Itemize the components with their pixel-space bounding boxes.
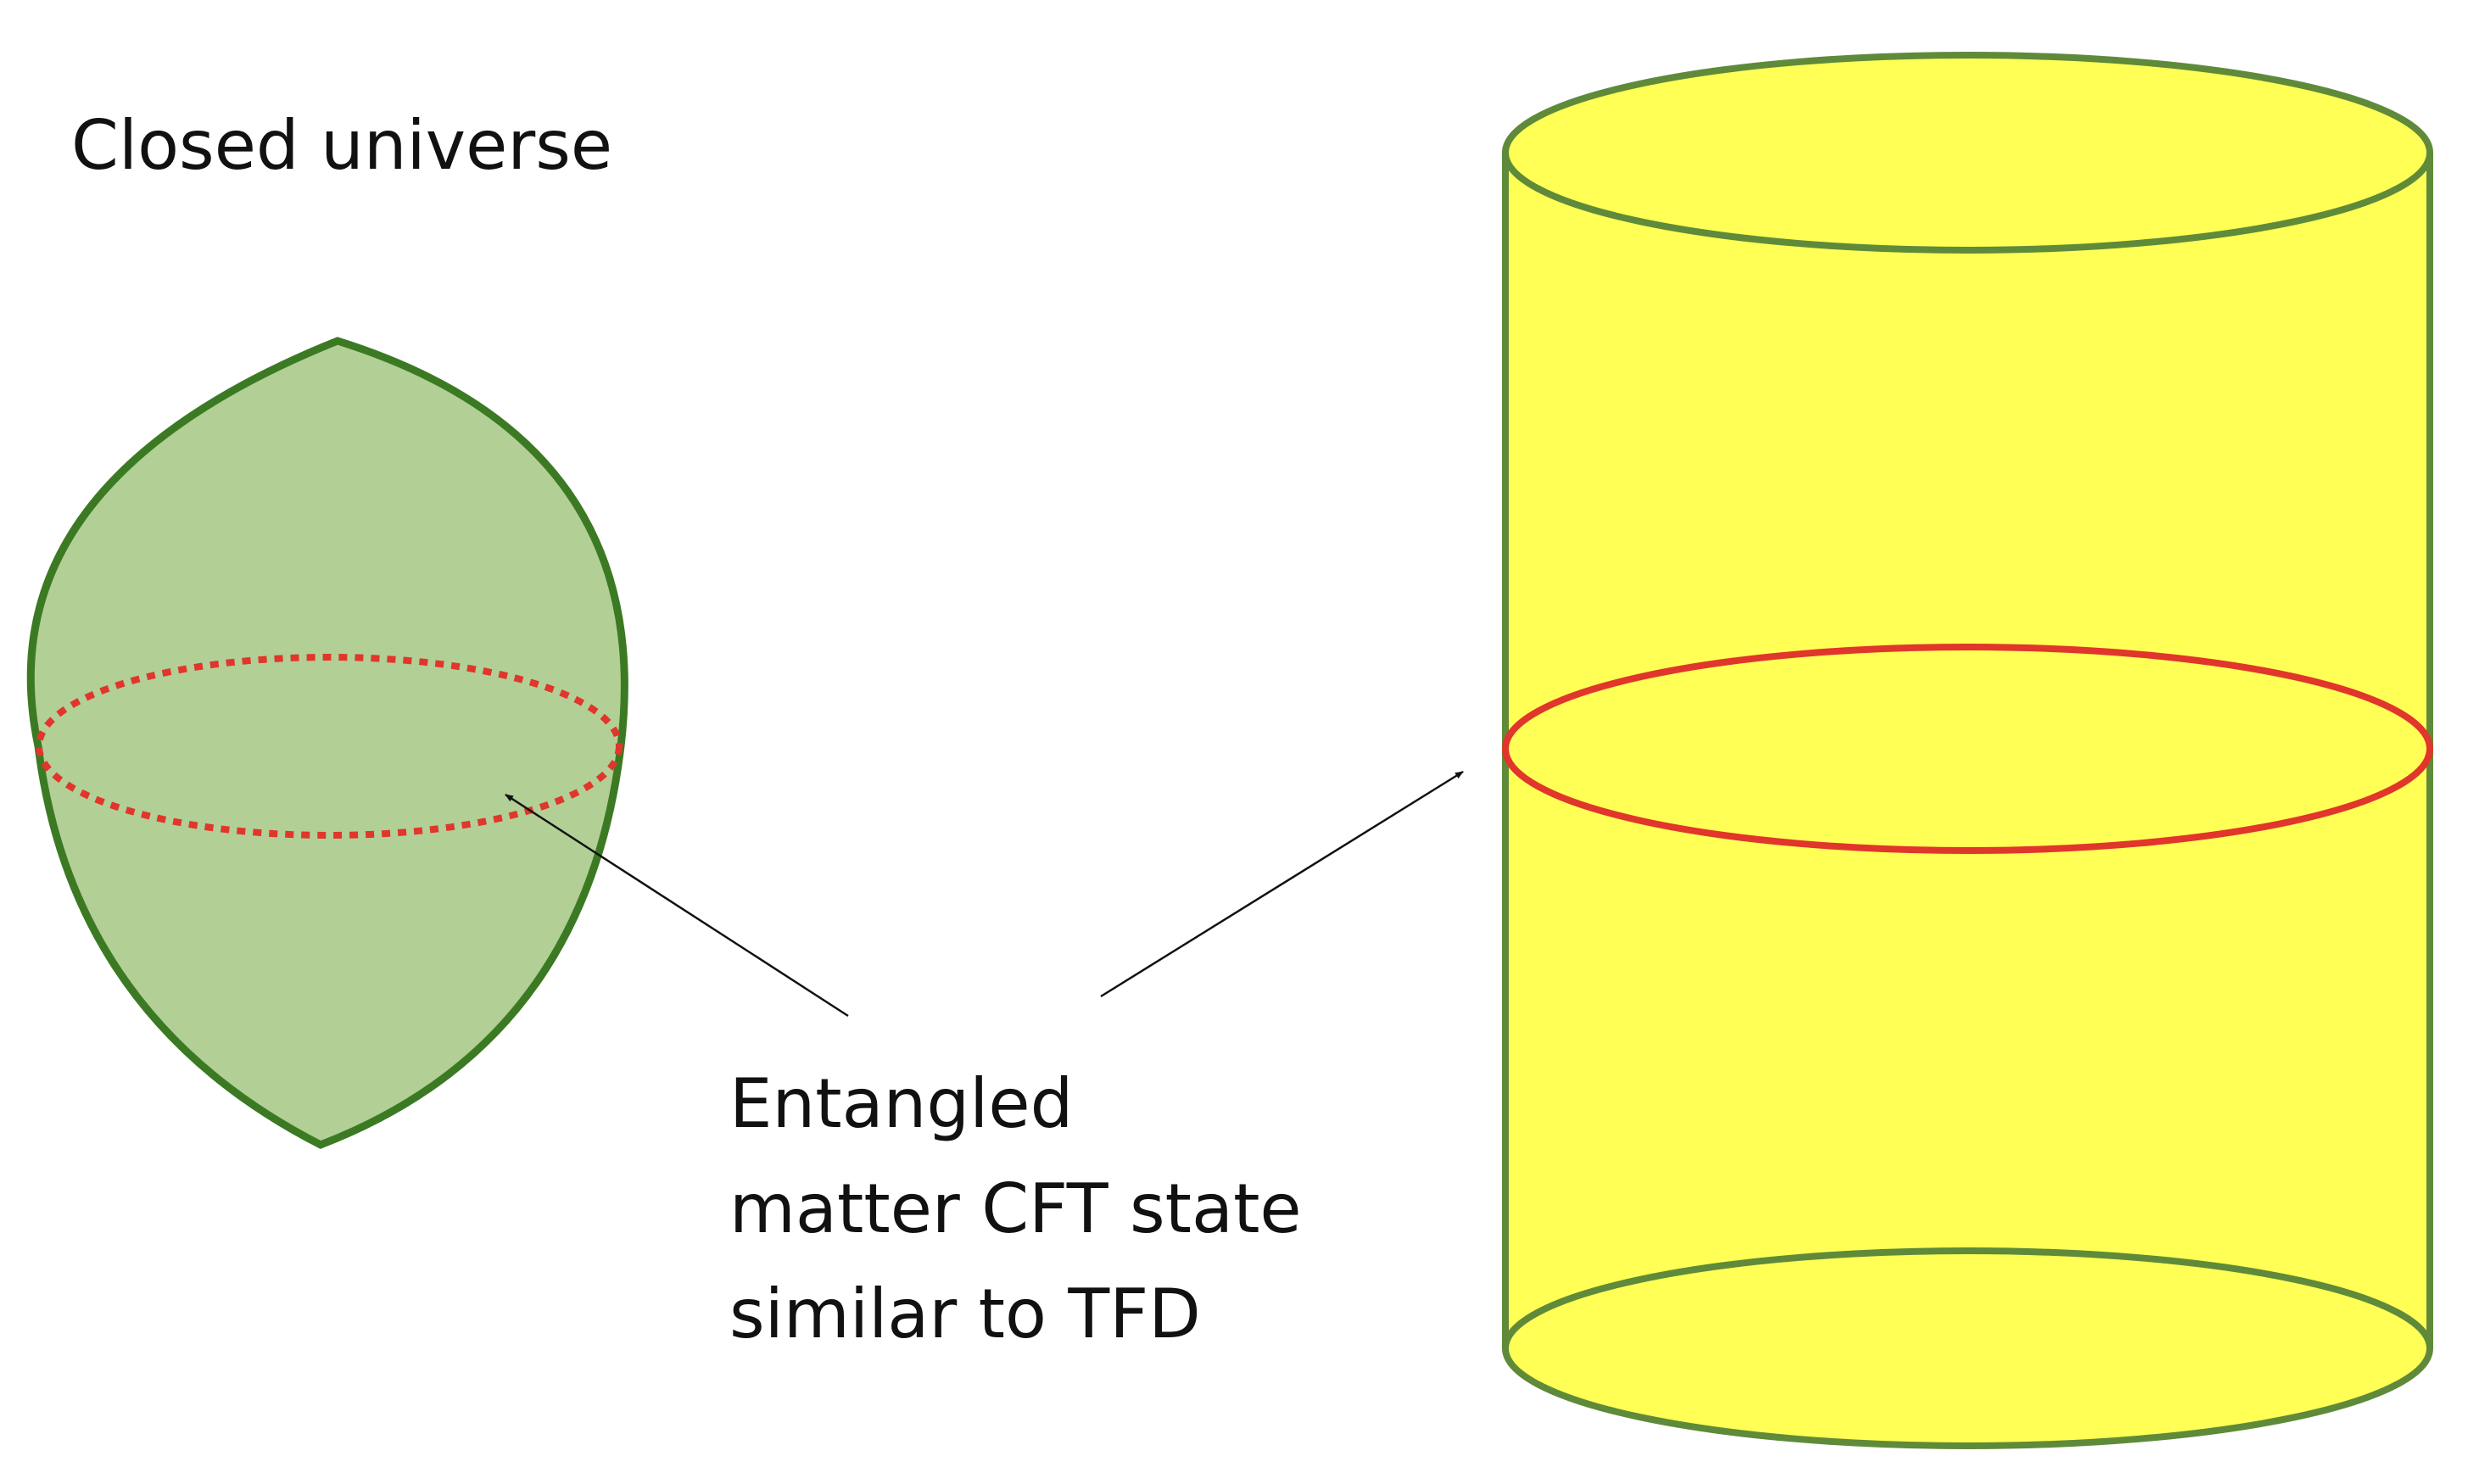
annotation-text: Entangled matter CFT state similar to TF…: [729, 1052, 1302, 1367]
cylinder-top-ellipse: [1502, 52, 2433, 254]
cylinder-shape: [1502, 52, 2433, 1449]
cylinder-middle-ring: [1502, 644, 2433, 854]
closed-universe-shape: [26, 337, 628, 1149]
annotation-line-1: Entangled: [729, 1064, 1074, 1143]
annotation-line-2: matter CFT state: [729, 1169, 1302, 1248]
closed-universe-label: Closed universe: [71, 106, 613, 185]
annotation-line-3: similar to TFD: [729, 1275, 1201, 1353]
arrow-to-universe-equator: [505, 793, 849, 1018]
cylinder-bottom-front-rim: [1502, 1347, 2433, 1449]
universe-lens: [26, 337, 628, 1149]
universe-equator: [36, 654, 623, 839]
arrow-to-cylinder-ring: [1100, 770, 1464, 998]
cylinder-bottom-back-rim: [1502, 1247, 2433, 1349]
cylinder-body: [1505, 153, 2430, 1446]
